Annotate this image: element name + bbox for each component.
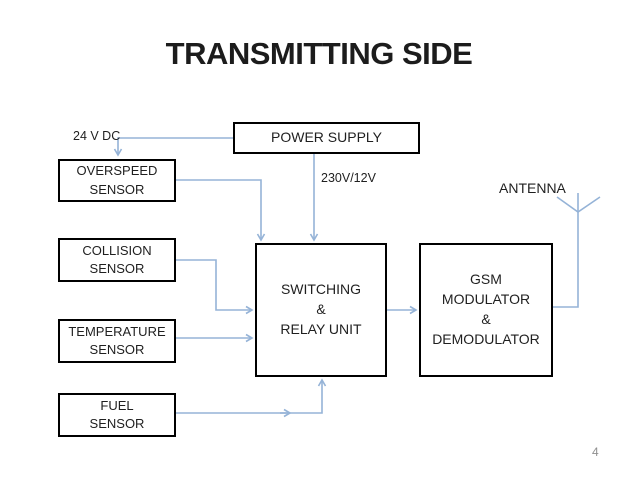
- connector-collision-to-switching: [176, 259, 254, 315]
- connector-fuel-to-switching: [176, 378, 327, 414]
- overspeed-sensor-block: OVERSPEED SENSOR: [58, 159, 176, 202]
- gsm-modulator-demodulator-block: GSM MODULATOR & DEMODULATOR: [419, 243, 553, 377]
- fuel-sensor-block: FUEL SENSOR: [58, 393, 176, 437]
- temperature-sensor-block: TEMPERATURE SENSOR: [58, 319, 176, 363]
- power-supply-block: POWER SUPPLY: [233, 122, 420, 154]
- collision-sensor-block: COLLISION SENSOR: [58, 238, 176, 282]
- label-antenna: ANTENNA: [499, 180, 566, 196]
- connector-overspeed-to-switching: [176, 179, 266, 242]
- switching-relay-unit-block: SWITCHING & RELAY UNIT: [255, 243, 387, 377]
- slide-title: TRANSMITTING SIDE: [165, 36, 473, 71]
- slide-page-number: 4: [592, 445, 599, 459]
- label-230v-12v: 230V/12V: [321, 171, 376, 185]
- antenna-icon: [556, 196, 601, 213]
- label-24v-dc: 24 V DC: [73, 129, 121, 143]
- connector-gsm-to-antenna: [553, 193, 579, 308]
- connector-power-to-overspeed: [113, 137, 233, 157]
